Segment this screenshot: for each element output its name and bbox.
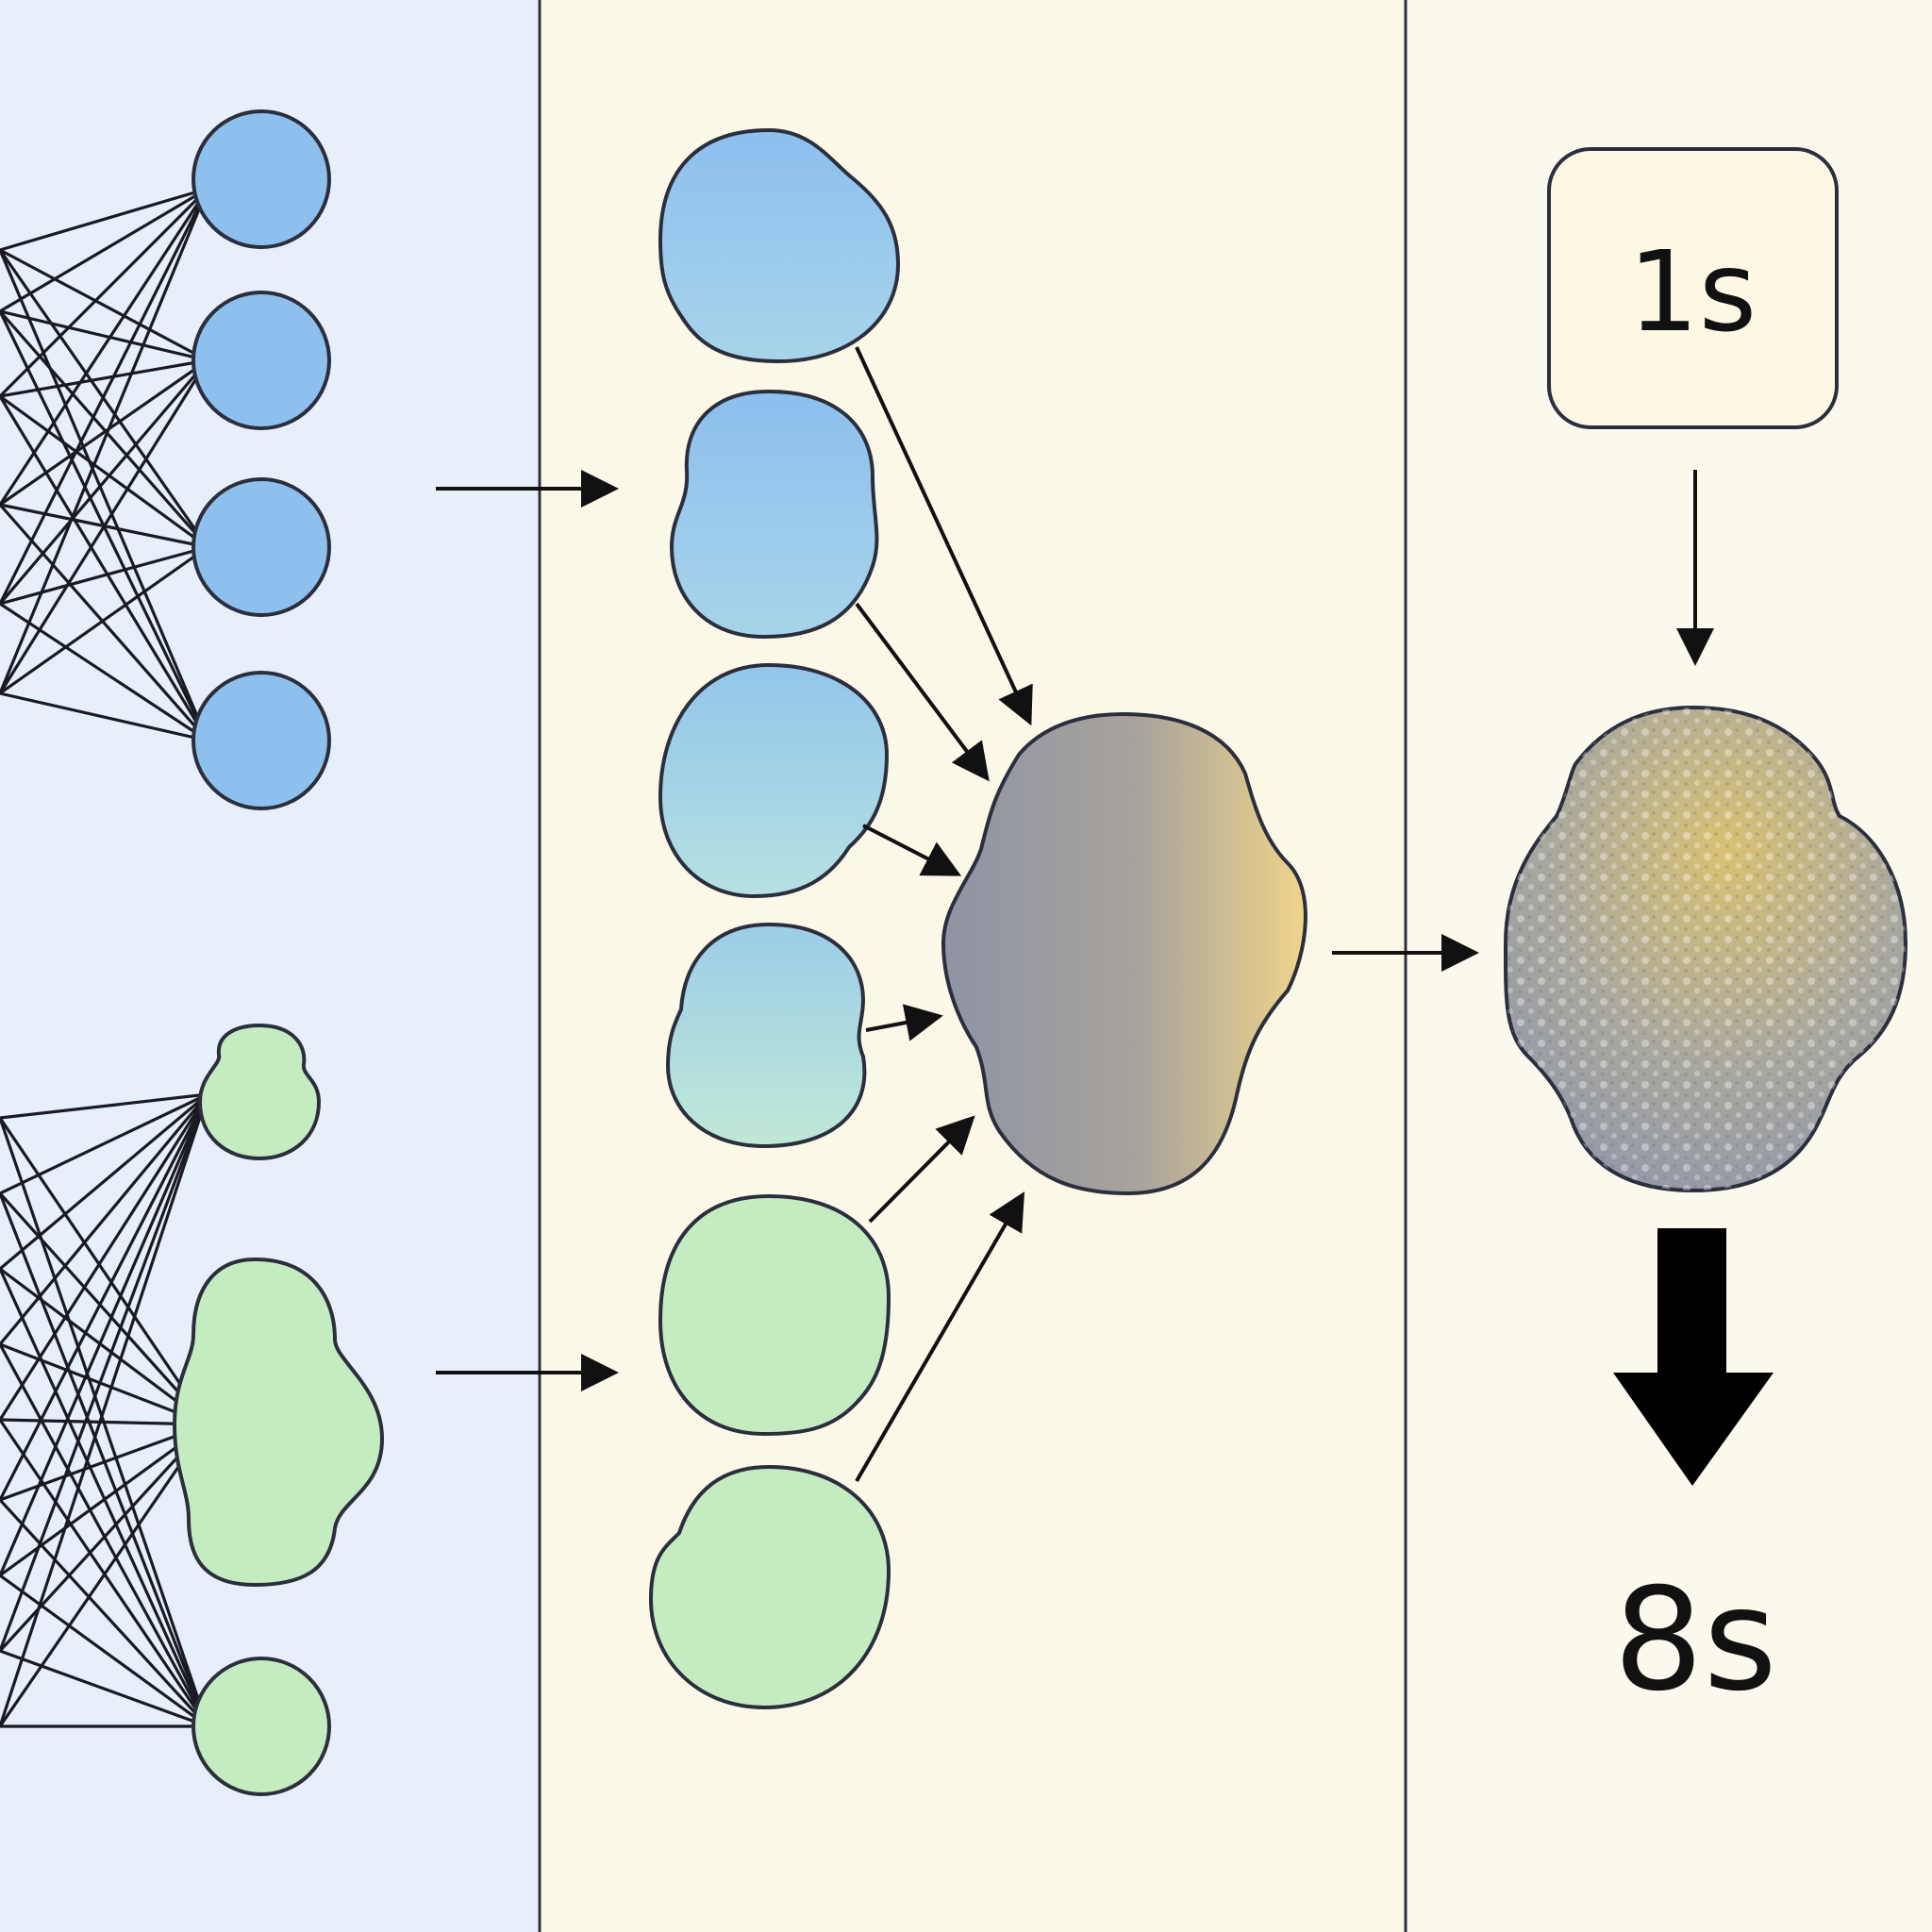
thick-down-arrow-icon [1613,1228,1774,1486]
blue-node [192,671,331,810]
middle-blob [669,389,879,640]
middle-blob [658,127,901,364]
duration-box [1547,147,1839,429]
blue-nodes [192,109,331,810]
merged-blob [941,711,1307,1196]
right-arrow-icon [868,1115,975,1224]
blue-network-connections [0,187,209,742]
final-textured-blob [1503,705,1908,1193]
right-arrow-icon [855,1191,1025,1483]
middle-blob [658,662,890,899]
green-node-small [197,1023,322,1161]
convergence-arrows [855,346,1033,1483]
blue-node [192,291,331,430]
green-node-large [172,1257,385,1588]
right-arrow-icon [865,1004,943,1041]
right-arrow-icon [862,824,962,876]
duration-box-label: 1s [1628,226,1757,357]
green-nodes [172,1023,385,1796]
left-panel [0,0,540,1932]
middle-blob [648,1464,891,1710]
middle-blob [658,1193,891,1437]
middle-blob-column [648,127,901,1710]
blue-node [192,477,331,617]
green-node [192,1657,331,1796]
right-arrow-icon [855,346,1033,726]
middle-blob [665,922,867,1149]
result-duration-label: 8s [1613,1558,1777,1723]
green-network-connections [0,1092,209,1728]
blue-node [192,109,331,249]
right-arrow-icon [855,602,990,782]
